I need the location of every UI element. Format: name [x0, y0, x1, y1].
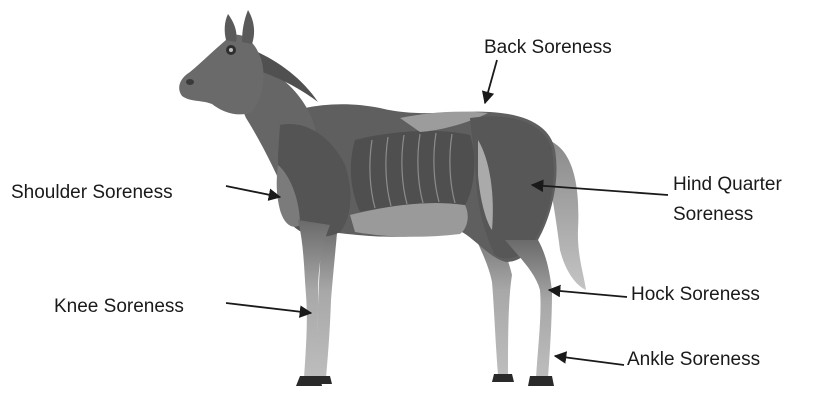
label-shoulder-soreness: Shoulder Soreness: [11, 182, 173, 204]
horse-head: [179, 35, 263, 115]
hoof-hind-near: [528, 376, 554, 386]
label-hind-quarter-line1: Hind Quarter: [673, 174, 782, 196]
label-hind-quarter-line2: Soreness: [673, 204, 753, 226]
hoof-front-far: [310, 376, 332, 384]
label-hock-soreness: Hock Soreness: [631, 284, 760, 306]
arrow-hock: [549, 290, 627, 297]
horse-ear-left: [225, 14, 237, 42]
label-ankle-soreness: Ankle Soreness: [627, 349, 760, 371]
label-knee-soreness: Knee Soreness: [54, 296, 184, 318]
arrow-back: [485, 60, 497, 103]
horse-ear-right: [242, 10, 254, 44]
horse-nostril: [186, 79, 194, 85]
label-back-soreness: Back Soreness: [484, 37, 612, 59]
hoof-hind-far: [492, 374, 514, 382]
arrow-knee: [226, 303, 311, 313]
arrow-shoulder: [226, 186, 280, 197]
arrow-ankle: [555, 356, 624, 365]
